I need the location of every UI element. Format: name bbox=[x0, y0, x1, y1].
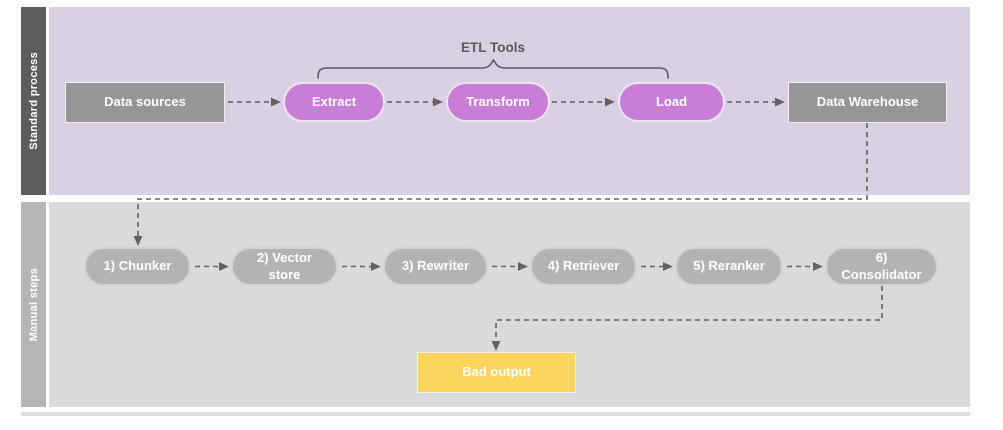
lane-divider-strip bbox=[21, 412, 970, 416]
node-step-consolidator: 6) Consolidator bbox=[825, 247, 938, 286]
etl-tools-label: ETL Tools bbox=[461, 40, 525, 55]
node-data-warehouse: Data Warehouse bbox=[788, 82, 947, 123]
lane-standard-process-header: Standard process bbox=[21, 7, 46, 195]
node-step-chunker: 1) Chunker bbox=[84, 247, 191, 286]
node-transform: Transform bbox=[446, 82, 550, 122]
node-step-retriever: 4) Retriever bbox=[530, 247, 637, 286]
lane-standard-process-label: Standard process bbox=[27, 52, 40, 150]
node-extract: Extract bbox=[283, 82, 385, 122]
node-bad-output: Bad output bbox=[417, 352, 576, 393]
node-step-rewriter: 3) Rewriter bbox=[383, 247, 488, 286]
node-step-vector-store: 2) Vector store bbox=[231, 247, 338, 286]
lane-manual-steps-header: Manual steps bbox=[21, 202, 46, 407]
node-data-sources: Data sources bbox=[65, 82, 225, 123]
node-load: Load bbox=[618, 82, 725, 122]
node-step-reranker: 5) Reranker bbox=[675, 247, 783, 286]
lane-manual-steps-label: Manual steps bbox=[27, 267, 40, 342]
